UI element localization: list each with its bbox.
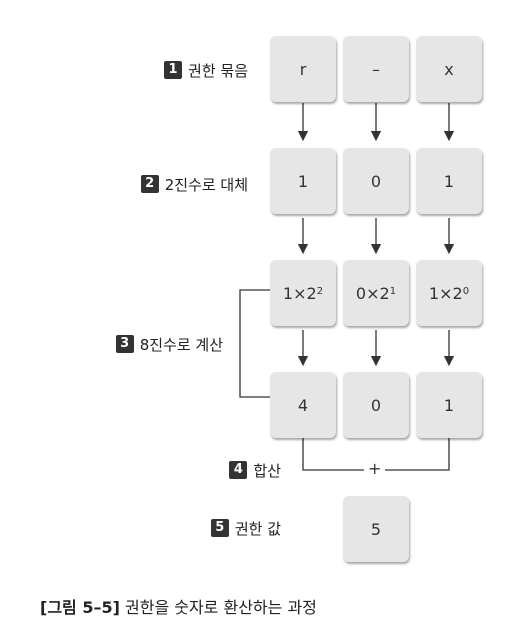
value-box-1: 4 (270, 372, 336, 438)
step-number: 5 (210, 519, 229, 537)
calc-base: 2 (379, 283, 390, 303)
step-number: 3 (115, 335, 134, 353)
value-box-3: 1 (416, 372, 482, 438)
step-5: 5 권한 값 (210, 516, 281, 540)
calc-exp: 0 (462, 285, 470, 297)
step-label: 권한 묶음 (188, 61, 248, 80)
step3-bracket (239, 289, 270, 398)
step-label: 합산 (253, 461, 281, 480)
value-box-2: 0 (343, 372, 409, 438)
step-1: 1 권한 묶음 (164, 58, 248, 82)
calc-exp: 2 (316, 285, 324, 297)
calc-coef: 0 (355, 283, 367, 303)
binary-box-1: 1 (270, 148, 336, 214)
calc-base: 2 (306, 283, 317, 303)
binary-box-2: 0 (343, 148, 409, 214)
figure-number: [그림 5–5] (40, 598, 120, 617)
calc-coef: 1 (282, 283, 294, 303)
permission-box-execute: x (416, 36, 482, 102)
step-label: 권한 값 (234, 519, 281, 538)
permission-box-read: r (270, 36, 336, 102)
step-number: 4 (229, 461, 248, 479)
binary-box-3: 1 (416, 148, 482, 214)
sum-operator: + (364, 459, 386, 478)
step-label: 8진수로 계산 (139, 335, 223, 354)
step-number: 2 (140, 175, 159, 193)
step-number: 1 (164, 61, 183, 79)
step-2: 2 2진수로 대체 (140, 172, 248, 196)
figure-caption: [그림 5–5] 권한을 숫자로 환산하는 과정 (40, 594, 317, 618)
result-box: 5 (343, 496, 409, 562)
calc-exp: 1 (389, 285, 397, 297)
calc-coef: 1 (428, 283, 440, 303)
step-3: 3 8진수로 계산 (115, 332, 223, 356)
permission-box-write: – (343, 36, 409, 102)
figure-caption-text: 권한을 숫자로 환산하는 과정 (125, 598, 317, 617)
calc-base: 2 (452, 283, 463, 303)
step-4: 4 합산 (229, 458, 281, 482)
step-label: 2진수로 대체 (164, 175, 248, 194)
